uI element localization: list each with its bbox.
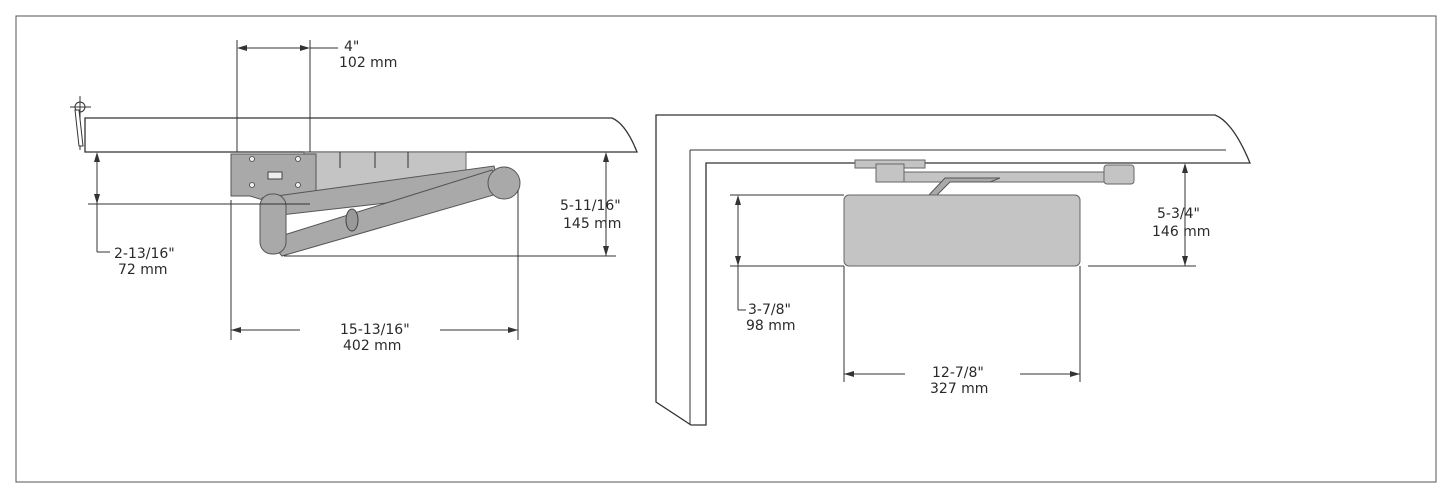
right-left-dim-imperial: 3-7/8" <box>748 302 791 318</box>
left-bottom-dim-imperial: 15-13/16" <box>340 322 410 338</box>
right-side-dim-imperial: 5-3/4" <box>1157 206 1200 222</box>
right-side-dim-metric: 146 mm <box>1152 224 1210 240</box>
left-right-dim-imperial: 5-11/16" <box>560 198 621 214</box>
left-top-dim-metric: 102 mm <box>339 55 397 71</box>
closer-body-cover <box>843 194 1081 267</box>
drawing-frame <box>15 15 1437 483</box>
arm-shoe <box>259 193 287 255</box>
left-bottom-dim-metric: 402 mm <box>343 338 401 354</box>
right-left-dim-metric: 98 mm <box>746 318 796 334</box>
right-bottom-dim-metric: 327 mm <box>930 381 988 397</box>
hinge-pin-icon <box>70 96 91 150</box>
left-side-dim-metric: 72 mm <box>118 262 168 278</box>
elbow-joint <box>487 166 521 200</box>
left-side-dim-imperial: 2-13/16" <box>114 246 175 262</box>
right-bottom-dim-imperial: 12-7/8" <box>932 365 984 381</box>
left-right-dim-metric: 145 mm <box>563 216 621 232</box>
door-panel <box>84 117 638 153</box>
door-frame <box>655 114 1251 426</box>
left-top-dim-imperial: 4" <box>344 39 359 55</box>
right-view-regular-arm: 5-3/4" 146 mm 3-7/8" 98 mm 12-7/8" 327 m… <box>655 114 1251 426</box>
closer-arm <box>903 171 1111 183</box>
left-view-parallel-arm: 4" 102 mm 2-13/16" 72 mm 5-11/16" 145 mm… <box>70 39 638 354</box>
